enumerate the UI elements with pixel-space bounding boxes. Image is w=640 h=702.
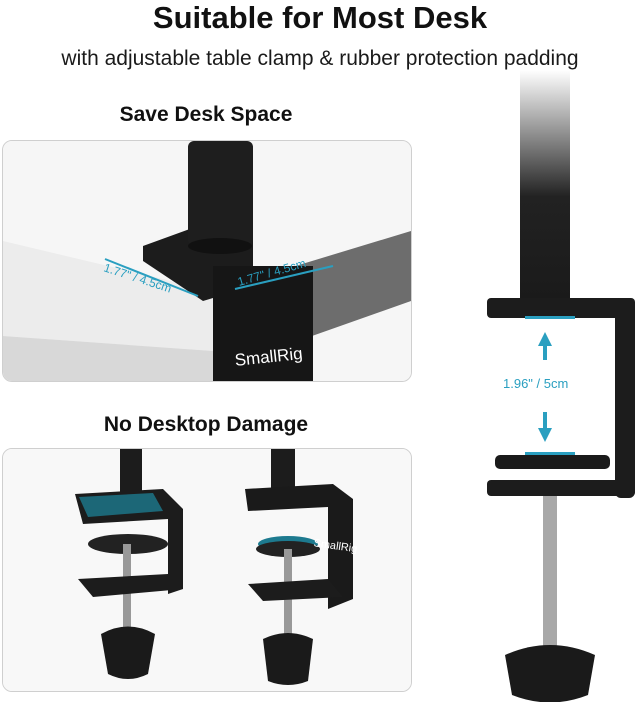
- clamp-opening-label: 1.96" / 5cm: [503, 376, 568, 391]
- clamp-illustration: 1.96" / 5cm: [470, 70, 640, 702]
- desk-space-panel: 1.77" / 4.5cm 1.77" / 4.5cm SmallRig: [2, 140, 412, 382]
- page-subtitle: with adjustable table clamp & rubber pro…: [61, 47, 579, 70]
- page-title: Suitable for Most Desk: [152, 0, 488, 35]
- no-damage-panel: SmallRig: [2, 448, 412, 692]
- section-heading-no-damage: No Desktop Damage: [103, 413, 309, 436]
- section-heading-save-space: Save Desk Space: [119, 103, 293, 126]
